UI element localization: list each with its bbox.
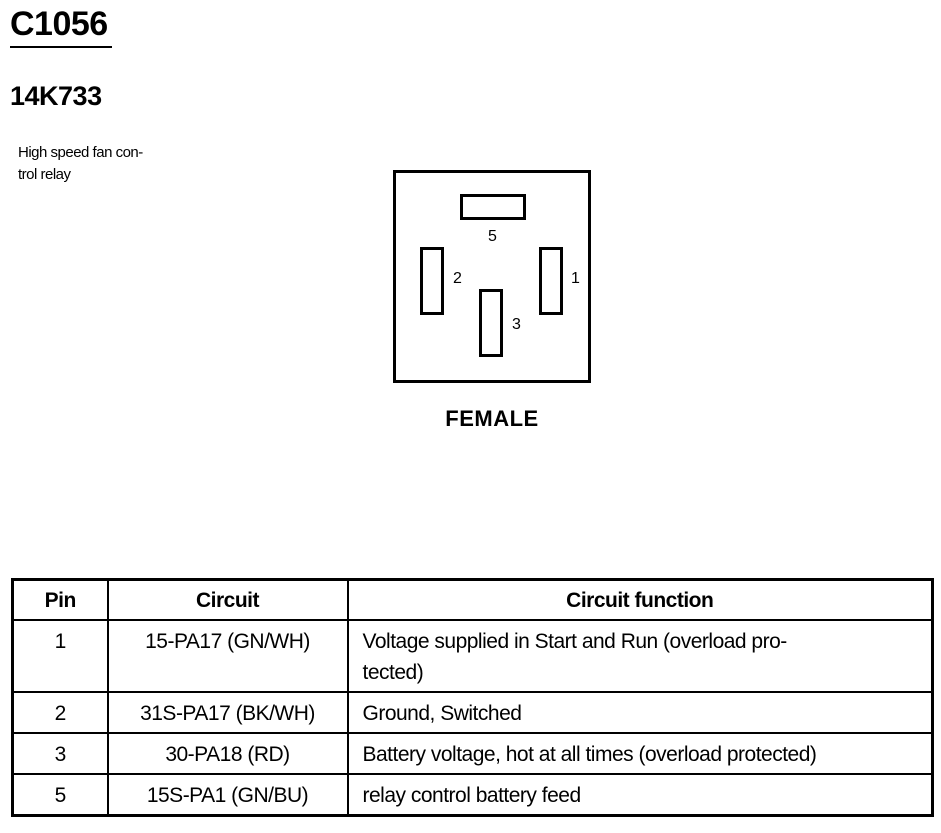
- header-circuit: Circuit: [106, 578, 349, 621]
- pin-3-label: 3: [512, 316, 521, 333]
- table-header-row: Pin Circuit Circuit function: [11, 578, 934, 621]
- connector-description: High speed fan con- trol relay: [18, 142, 193, 186]
- circuit-cell: 15-PA17 (GN/WH): [106, 619, 349, 693]
- pin-cell: 2: [11, 691, 109, 734]
- header-pin: Pin: [11, 578, 109, 621]
- pin-3-terminal: [479, 289, 503, 357]
- pin-2-terminal: [420, 247, 444, 315]
- circuit-cell: 15S-PA1 (GN/BU): [106, 773, 349, 817]
- connector-face-diagram: 5 2 1 3: [393, 170, 591, 383]
- pin-cell: 3: [11, 732, 109, 775]
- table-row: 3 30-PA18 (RD) Battery voltage, hot at a…: [11, 732, 934, 775]
- description-line-2: trol relay: [18, 166, 71, 183]
- header-circuit-function: Circuit function: [346, 578, 934, 621]
- circuit-function-cell: relay control battery feed: [346, 773, 934, 817]
- part-number: 14K733: [10, 81, 102, 111]
- pin-1-label: 1: [571, 270, 580, 287]
- title-underline: [10, 46, 112, 48]
- table-row: 2 31S-PA17 (BK/WH) Ground, Switched: [11, 691, 934, 734]
- table-row: 1 15-PA17 (GN/WH) Voltage supplied in St…: [11, 619, 934, 693]
- description-line-1: High speed fan con-: [18, 144, 143, 161]
- pin-cell: 5: [11, 773, 109, 817]
- circuit-function-cell: Voltage supplied in Start and Run (overl…: [346, 619, 934, 693]
- table-row: 5 15S-PA1 (GN/BU) relay control battery …: [11, 773, 934, 817]
- function-line-1: Voltage supplied in Start and Run (overl…: [362, 630, 788, 653]
- pin-cell: 1: [11, 619, 109, 693]
- pin-1-terminal: [539, 247, 563, 315]
- connector-gender-label: FEMALE: [445, 406, 539, 431]
- pin-5-label: 5: [488, 228, 497, 245]
- pin-table: Pin Circuit Circuit function 1 15-PA17 (…: [11, 578, 934, 817]
- circuit-function-cell: Ground, Switched: [346, 691, 934, 734]
- circuit-function-cell: Battery voltage, hot at all times (overl…: [346, 732, 934, 775]
- pin-5-terminal: [460, 194, 526, 220]
- function-line-2: tected): [362, 661, 424, 684]
- circuit-cell: 31S-PA17 (BK/WH): [106, 691, 349, 734]
- circuit-cell: 30-PA18 (RD): [106, 732, 349, 775]
- connector-id-title: C1056: [10, 5, 108, 43]
- pin-2-label: 2: [453, 270, 462, 287]
